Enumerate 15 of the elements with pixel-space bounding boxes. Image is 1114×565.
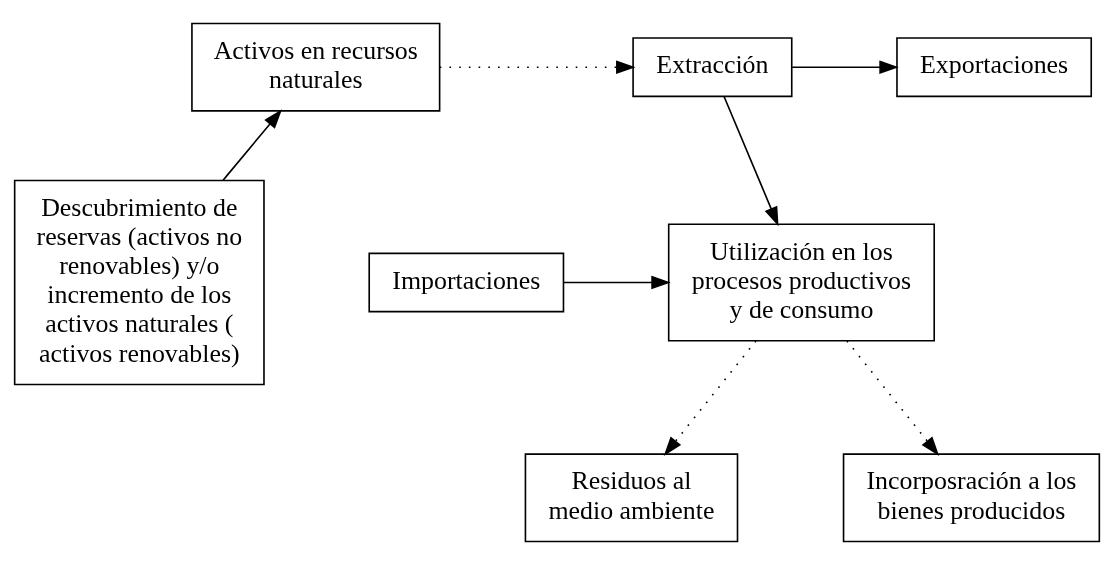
arrow [222, 109, 283, 181]
node-box: Residuos al medio ambiente [524, 453, 739, 543]
node-box: Descubrimiento de reservas (activos no renovables) y/o incremento de los activos naturales ( activos renovables) [13, 179, 265, 386]
arrow [663, 340, 757, 456]
node-box: Exportaciones [896, 37, 1093, 98]
arrow [846, 340, 940, 456]
node-box: Activos en recursos naturales [191, 22, 441, 112]
node-box: Importaciones [368, 252, 565, 313]
node-box: Incorposración a los bienes producidos [842, 453, 1101, 543]
node-box: Extracción [632, 37, 793, 98]
arrow [438, 60, 636, 74]
arrow [723, 95, 779, 227]
arrow [563, 275, 671, 290]
node-box: Utilización en los procesos productivos y de consumo [667, 223, 935, 342]
arrow [791, 60, 899, 74]
